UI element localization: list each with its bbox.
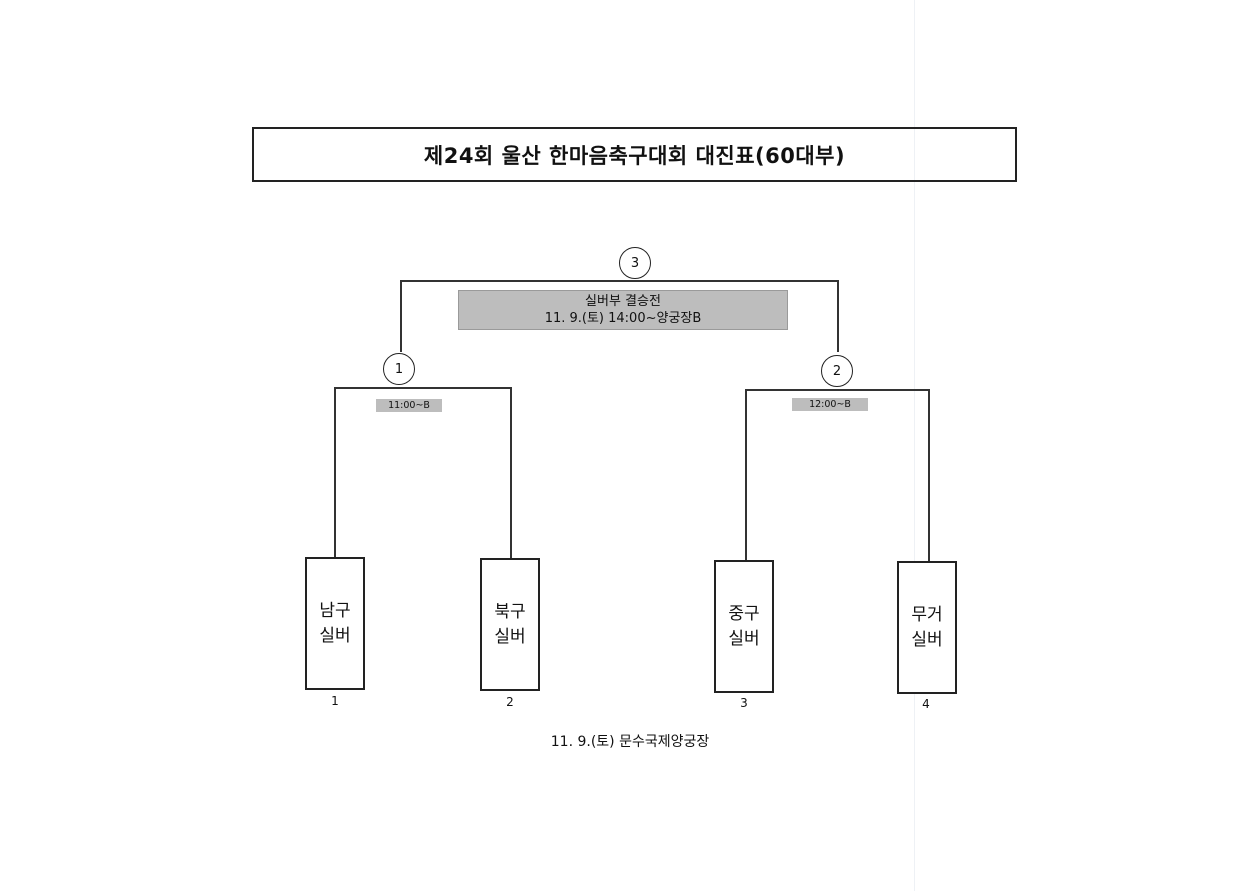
semi1-match-number: 1 [383,353,415,385]
final-match-title: 실버부 결승전 [585,294,661,309]
final-match-number: 3 [619,247,651,279]
semi2-bracket-line [745,389,929,391]
semi2-match-number: 2 [821,355,853,387]
team-name: 북구 [494,601,526,622]
semi1-right-drop [510,387,512,559]
semi2-time-tag: 12:00~B [792,398,868,411]
semi1-time-tag: 11:00~B [376,399,442,412]
team-seed-4: 4 [922,697,930,711]
bracket-title: 제24회 울산 한마음축구대회 대진표(60대부) [252,127,1017,182]
team-seed-3: 3 [740,696,748,710]
team-division: 실버 [728,628,760,649]
team-name: 남구 [319,600,351,621]
venue-date: 11. 9.(토) 문수국제양궁장 [550,734,710,750]
semi1-bracket-line [334,387,511,389]
team-box-3: 중구 실버 [714,560,774,693]
team-box-2: 북구 실버 [480,558,540,691]
semi2-right-drop [928,389,930,561]
final-match-schedule: 11. 9.(토) 14:00~양궁장B [544,311,702,326]
final-right-drop [837,280,839,352]
team-box-1: 남구 실버 [305,557,365,690]
scan-edge-mark [914,0,915,891]
final-bracket-line [400,280,838,282]
team-seed-2: 2 [506,695,514,709]
team-seed-1: 1 [331,694,339,708]
team-box-4: 무거 실버 [897,561,957,694]
semi1-left-drop [334,387,336,557]
team-name: 무거 [911,604,943,625]
team-division: 실버 [319,625,351,646]
final-match-info: 실버부 결승전 11. 9.(토) 14:00~양궁장B [458,290,788,330]
semi2-left-drop [745,389,747,561]
team-division: 실버 [494,626,526,647]
team-division: 실버 [911,629,943,650]
team-name: 중구 [728,603,760,624]
final-left-drop [400,280,402,352]
